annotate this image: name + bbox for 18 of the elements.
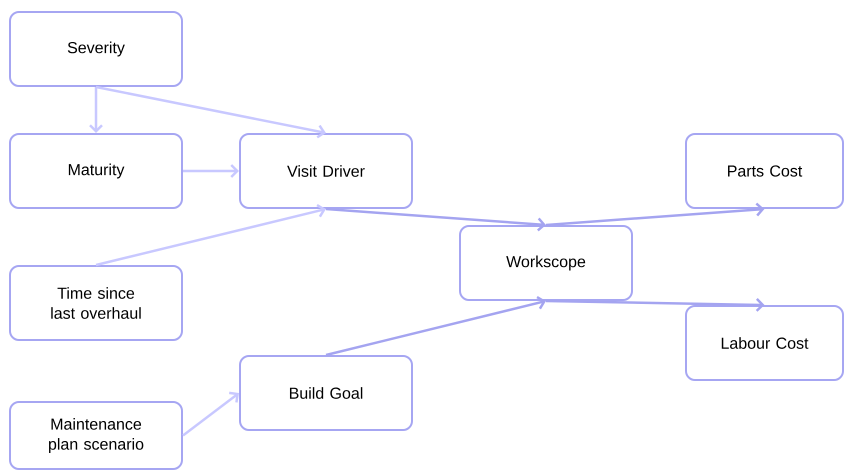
process-box: Severity <box>9 11 183 87</box>
process-box: Maintenance plan scenario <box>9 401 183 470</box>
arrow <box>326 296 546 356</box>
arrow <box>182 392 239 436</box>
arrow <box>546 298 764 312</box>
arrow <box>546 202 764 226</box>
arrow <box>96 204 326 266</box>
arrow <box>326 208 546 232</box>
process-box: Workscope <box>459 225 633 301</box>
process-box: Maturity <box>9 133 183 209</box>
process-box: Labour Cost <box>685 305 844 381</box>
process-box: Time since last overhaul <box>9 265 183 341</box>
process-box: Visit Driver <box>239 133 413 209</box>
arrow <box>96 86 326 138</box>
arrow <box>89 87 103 133</box>
process-box: Parts Cost <box>685 133 844 209</box>
process-box: Build Goal <box>239 355 413 431</box>
arrow <box>183 164 239 178</box>
